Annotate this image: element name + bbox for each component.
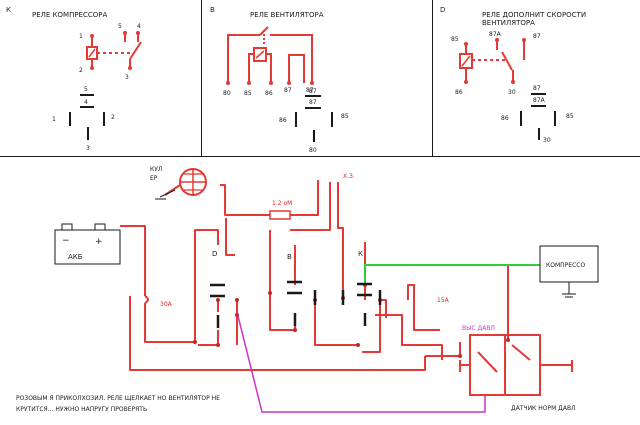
- battery-minus-sign: −: [62, 236, 70, 246]
- relay-d-pin-30: 30: [508, 89, 516, 96]
- relay-b-pin-87-b: 87: [306, 87, 314, 94]
- cooling-fan-motor: КУЛ ЕР: [150, 166, 207, 200]
- socket-d-pin-87a: 87А: [533, 97, 546, 104]
- circuit-wires-red: [120, 180, 509, 371]
- relay-b-label: В: [287, 253, 292, 261]
- panel-extra-speed-relay: D РЕЛЕ ДОПОЛНИТ СКОРОСТИ ВЕНТИЛЯТОРА 85 …: [440, 6, 586, 144]
- socket-d-pin-30: 30: [543, 137, 551, 144]
- socket-b-pin-80: 80: [309, 147, 317, 154]
- normal-pressure-sensor-label: ДАТЧИК НОРМ ДАВЛ: [511, 405, 576, 412]
- socket-k-pin-5: 5: [84, 86, 88, 93]
- socket-d-pin-86: 86: [501, 115, 509, 122]
- panel-k-title: РЕЛЕ КОМПРЕССОРА: [32, 11, 107, 19]
- relay-k-pin-2: 2: [79, 67, 83, 74]
- unknown-wires-label: Х.З.: [343, 173, 355, 180]
- relay-b-contact-symbol: [227, 26, 313, 83]
- relay-d-socket: [520, 93, 556, 140]
- relay-k-pin-3: 3: [125, 74, 129, 81]
- relay-k-coil-symbol: [86, 33, 142, 68]
- panel-b-letter: В: [210, 6, 215, 14]
- panel-b-title: РЕЛЕ ВЕНТИЛЯТОРА: [250, 11, 324, 19]
- panel-frames: [0, 0, 640, 157]
- socket-d-pin-87: 87: [533, 85, 541, 92]
- relay-k-pin-4: 4: [137, 23, 141, 30]
- panel-fan-relay: В РЕЛЕ ВЕНТИЛЯТОРА 80 85 86 87 87: [210, 6, 349, 154]
- relay-k-terminals: [90, 31, 140, 70]
- socket-b-pin-87-b: 87: [309, 99, 317, 106]
- author-note-line1: РОЗОВЫМ Я ПРИКОЛХОЗИЛ. РЕЛЕ ЩЕЛКАЕТ НО В…: [16, 395, 220, 402]
- fuse-30a: 30А: [144, 295, 173, 308]
- relay-b-socket: [295, 95, 333, 142]
- relay-d-pin-87: 87: [533, 33, 541, 40]
- relay-k-socket: [69, 94, 105, 140]
- fan-label-line2: ЕР: [150, 175, 158, 182]
- socket-b-pin-86: 86: [279, 117, 287, 124]
- panel-compressor-relay: К РЕЛЕ КОМПРЕССОРА 1 2 5 4 3: [6, 6, 142, 152]
- socket-k-pin-4: 4: [84, 99, 88, 106]
- relay-d-terminals: [464, 38, 526, 84]
- compressor-label: КОМПРЕССО: [546, 262, 585, 269]
- socket-k-pin-1: 1: [52, 116, 56, 123]
- socket-b-pin-85: 85: [341, 113, 349, 120]
- fuse-30a-label: 30А: [160, 301, 173, 308]
- panel-d-letter: D: [440, 6, 445, 14]
- compressor: КОМПРЕССО: [539, 245, 599, 298]
- wire-green-compressor: [364, 264, 540, 285]
- socket-k-pin-3: 3: [86, 145, 90, 152]
- socket-b-pin-87-a: 87: [309, 88, 317, 95]
- relay-b-pin-87-a: 87: [284, 87, 292, 94]
- fuse-15a-label: 15А: [437, 297, 450, 304]
- battery-label: АКБ: [68, 253, 83, 261]
- circuit-junctions: [193, 283, 510, 358]
- relay-d-label: D: [212, 250, 217, 258]
- fan-label-line1: КУЛ: [150, 166, 162, 173]
- relay-b-pin-86: 86: [265, 90, 273, 97]
- resistor-label: 1.2 оМ: [272, 200, 292, 207]
- relay-contact-bars: [210, 280, 382, 328]
- relay-k-pin-5: 5: [118, 23, 122, 30]
- wire-magenta-improvised: [236, 311, 486, 413]
- relay-d-pin-87a: 87А: [489, 31, 502, 38]
- relay-k-pin-1: 1: [79, 33, 83, 40]
- high-pressure-label: ВЫС ДАВЛ: [462, 325, 495, 332]
- relay-b-terminals: [226, 81, 314, 85]
- relay-d-coil-symbol: [459, 40, 525, 82]
- panel-d-title-line2: ВЕНТИЛЯТОРА: [482, 19, 535, 27]
- battery-plus-sign: +: [95, 237, 103, 247]
- panel-d-title-line1: РЕЛЕ ДОПОЛНИТ СКОРОСТИ: [482, 11, 586, 19]
- relay-d-pin-85: 85: [451, 36, 459, 43]
- socket-k-pin-2: 2: [111, 114, 115, 121]
- author-note-line2: КРУТИТСЯ... НУЖНО НАПРУГУ ПРОВЕРЯТЬ: [16, 406, 147, 413]
- relay-k-label: К: [358, 250, 363, 258]
- relay-d-pin-86: 86: [455, 89, 463, 96]
- pressure-sensor: [459, 334, 573, 396]
- socket-d-pin-85: 85: [566, 113, 574, 120]
- author-note: РОЗОВЫМ Я ПРИКОЛХОЗИЛ. РЕЛЕ ЩЕЛКАЕТ НО В…: [16, 395, 220, 413]
- battery: − + АКБ: [54, 223, 121, 265]
- panel-k-letter: К: [6, 6, 11, 14]
- relay-b-pin-85: 85: [244, 90, 252, 97]
- relay-b-pin-80: 80: [223, 90, 231, 97]
- resistor: 1.2 оМ: [269, 200, 292, 220]
